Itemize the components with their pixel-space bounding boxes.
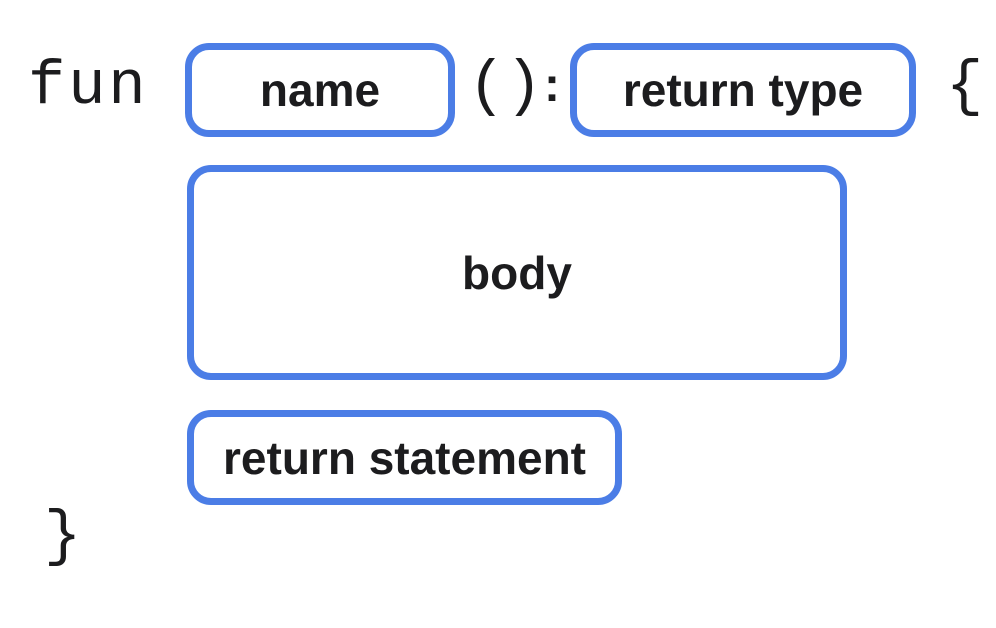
body-placeholder-box: body — [187, 165, 847, 380]
name-placeholder-box: name — [185, 43, 455, 137]
closing-brace-text: } — [44, 501, 82, 572]
parentheses-text: () — [468, 51, 543, 122]
colon-text: : — [544, 59, 560, 112]
return-statement-placeholder-box: return statement — [187, 410, 622, 505]
return-statement-placeholder-label: return statement — [223, 431, 586, 484]
opening-brace-text: { — [946, 51, 984, 122]
return-type-placeholder-box: return type — [570, 43, 916, 137]
body-placeholder-label: body — [462, 246, 572, 299]
fun-keyword-text: fun — [28, 51, 149, 122]
name-placeholder-label: name — [259, 64, 381, 116]
return-type-placeholder-label: return type — [622, 64, 864, 116]
